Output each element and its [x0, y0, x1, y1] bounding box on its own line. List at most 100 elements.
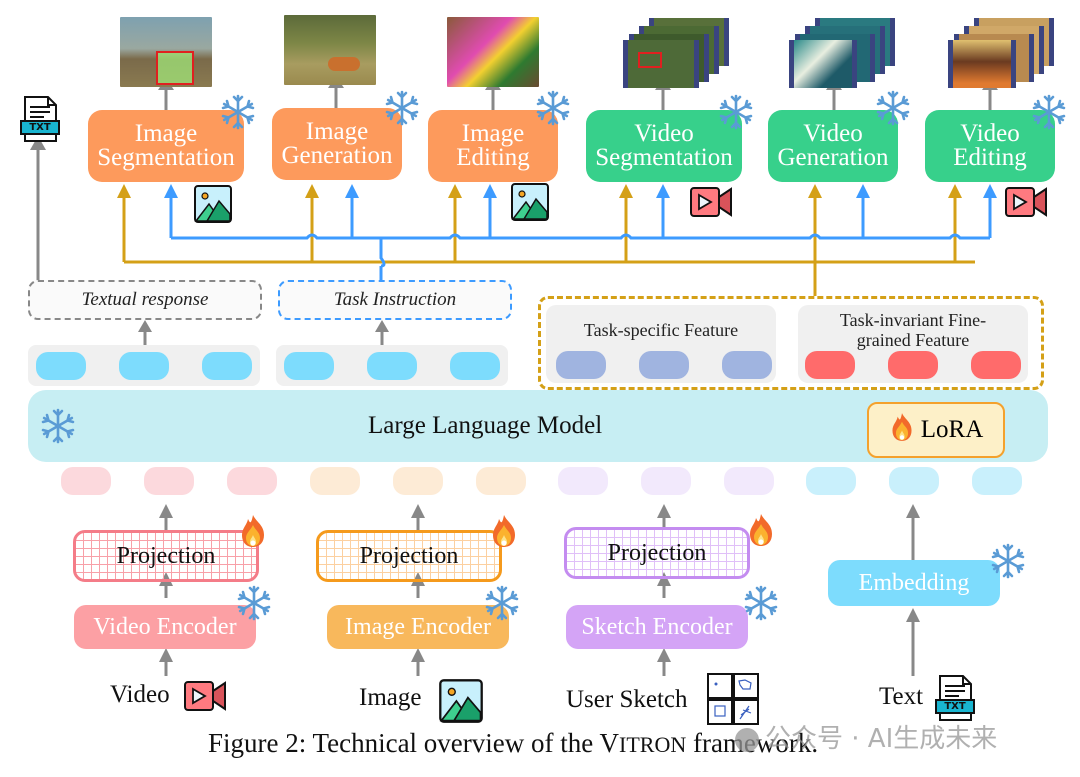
frozen-snowflake-icon — [1031, 94, 1067, 135]
segmentation-result-image — [120, 17, 212, 87]
encoder-label: Image Encoder — [345, 613, 491, 640]
image-input-token — [393, 467, 443, 495]
video-generation-result-frames — [789, 18, 897, 88]
video-encoder: Video Encoder — [74, 605, 256, 649]
embedding-label: Embedding — [858, 569, 970, 596]
generation-result-image — [284, 15, 376, 85]
instruction-token-group — [276, 345, 508, 386]
image-icon — [438, 678, 484, 729]
task-label-line1: Video — [803, 120, 863, 147]
text-input-token — [806, 467, 856, 495]
video-input-token — [227, 467, 277, 495]
frozen-snowflake-icon — [384, 90, 420, 131]
trainable-fire-icon — [489, 513, 519, 554]
task-label-line2: Generation — [777, 144, 889, 171]
video-camera-icon — [183, 679, 227, 718]
projection-label: Projection — [359, 542, 459, 569]
task-instruction-label: Task Instruction — [333, 289, 457, 310]
sketch-input-token — [641, 467, 691, 495]
lora-adapter: LoRA — [867, 402, 1005, 458]
image-input-label: Image — [359, 684, 422, 711]
image-encoder: Image Encoder — [327, 605, 509, 649]
image-input-token — [476, 467, 526, 495]
sketch-input-token — [558, 467, 608, 495]
watermark: 公众号 · AI生成未来 — [735, 718, 997, 755]
frozen-snowflake-icon — [40, 408, 76, 449]
video-input-label: Video — [110, 681, 170, 708]
frozen-snowflake-icon — [743, 585, 779, 626]
encoder-label: Video Encoder — [93, 613, 237, 640]
task-label-line2: Segmentation — [595, 144, 733, 171]
task-label-line2: Generation — [281, 142, 393, 169]
projection-label: Projection — [607, 539, 707, 566]
frozen-snowflake-icon — [535, 90, 571, 131]
sketch-input-label: User Sketch — [566, 686, 688, 713]
feature-bus — [122, 196, 975, 296]
video-segmentation-result-frames — [623, 18, 731, 88]
image-icon — [510, 182, 550, 227]
wechat-icon — [735, 727, 759, 752]
task-invariant-feature-panel: Task-invariant Fine-grained Feature — [798, 305, 1028, 383]
txt-badge: TXT — [944, 701, 966, 712]
task-label-line1: Image — [461, 120, 525, 147]
frozen-snowflake-icon — [236, 585, 272, 626]
llm-label: Large Language Model — [368, 412, 603, 439]
video-projection: Projection — [73, 530, 259, 582]
task-label-line2: Editing — [456, 144, 530, 171]
fine-grained-token — [971, 351, 1021, 379]
video-camera-icon — [689, 185, 733, 224]
txt-file-icon: TXT — [935, 674, 975, 722]
task-label-line1: Image — [305, 118, 369, 145]
video-editing-result-frames — [948, 18, 1056, 88]
task-label-line1: Video — [960, 120, 1020, 147]
task-specific-token — [639, 351, 689, 379]
task-label-line1: Image — [134, 120, 198, 147]
frozen-snowflake-icon — [220, 94, 256, 135]
encoder-label: Sketch Encoder — [581, 613, 733, 640]
figure-caption: Figure 2: Technical overview of the VITR… — [208, 728, 818, 759]
caption-name-first: V — [599, 728, 620, 758]
feature-box — [538, 296, 1044, 390]
task-specific-token — [722, 351, 772, 379]
output-token — [367, 352, 417, 380]
editing-result-image — [447, 17, 539, 87]
trainable-fire-icon — [238, 513, 268, 554]
task-instruction-box: Task Instruction — [278, 280, 512, 320]
response-token-group — [28, 345, 260, 386]
task-specific-feature-panel: Task-specific Feature — [546, 305, 776, 383]
task-label-line2: Segmentation — [97, 144, 235, 171]
output-token — [36, 352, 86, 380]
sketch-encoder: Sketch Encoder — [566, 605, 748, 649]
txt-file-icon: TXT — [20, 95, 60, 143]
output-token — [202, 352, 252, 380]
caption-name-rest: ITRON — [619, 732, 687, 757]
task-specific-token — [556, 351, 606, 379]
video-input-token — [144, 467, 194, 495]
text-input-token — [972, 467, 1022, 495]
lora-label: LoRA — [920, 416, 984, 443]
textual-response-box: Textual response — [28, 280, 262, 320]
task-invariant-label: Task-invariant Fine-grained Feature — [839, 310, 987, 350]
sketch-projection: Projection — [564, 527, 750, 579]
text-input-token — [889, 467, 939, 495]
image-input-token — [310, 467, 360, 495]
output-arrows — [164, 86, 992, 110]
watermark-text: 公众号 · AI生成未来 — [765, 724, 998, 754]
task-label-line1: Video — [634, 120, 694, 147]
textual-response-label: Textual response — [81, 289, 209, 310]
user-sketch-icon — [707, 673, 759, 725]
output-token — [450, 352, 500, 380]
trainable-fire-icon — [889, 411, 915, 450]
frozen-snowflake-icon — [484, 585, 520, 626]
image-projection: Projection — [316, 530, 502, 582]
frozen-snowflake-icon — [875, 90, 911, 131]
caption-prefix: Figure 2: Technical overview of the — [208, 728, 600, 758]
task-label-line2: Editing — [953, 144, 1027, 171]
text-embedding: Embedding — [828, 560, 1000, 606]
